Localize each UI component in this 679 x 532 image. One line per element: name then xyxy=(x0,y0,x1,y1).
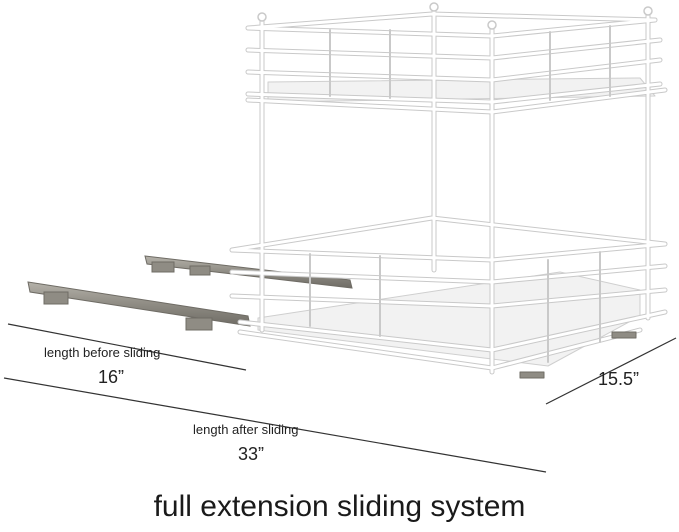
after-sliding-label: length after sliding xyxy=(193,422,299,437)
depth-dimension-line xyxy=(545,337,677,405)
before-sliding-value: 16” xyxy=(98,367,125,387)
before-dimension-line xyxy=(7,323,247,371)
lower-shelf-panel xyxy=(257,271,641,367)
wire-rack xyxy=(229,2,668,379)
after-dimension-line xyxy=(3,377,547,473)
caption: full extension sliding system xyxy=(153,490,526,523)
front-slide-rail xyxy=(27,281,251,331)
depth-value: 15.5” xyxy=(598,369,640,389)
after-sliding-value: 33” xyxy=(238,444,265,464)
dimension-lines xyxy=(3,323,677,473)
before-sliding-label: length before sliding xyxy=(44,345,161,360)
